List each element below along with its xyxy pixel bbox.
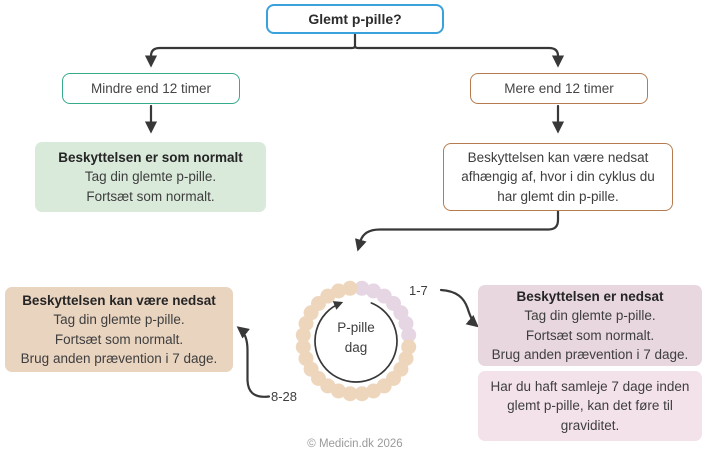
day-range-label-8-28: 8-28 xyxy=(271,389,298,404)
outcome-normal-line-1: Tag din glemte p-pille. xyxy=(84,169,217,185)
condition-more-than-12h-label: Mere end 12 timer xyxy=(504,81,614,96)
outcome-early-title: Beskyttelsen er nedsat xyxy=(516,289,664,305)
condition-box-more-than-12h: Mere end 12 timer xyxy=(470,73,648,104)
outcome-early-note: Har du haft samleje 7 dage inden glemt p… xyxy=(490,379,690,433)
condition-box-less-than-12h: Mindre end 12 timer xyxy=(62,73,240,104)
pill-dot-late xyxy=(342,386,358,402)
outcome-box-depends-on-cycle: Beskyttelsen kan være nedsat afhængig af… xyxy=(443,143,673,211)
cycle-label-line-2: dag xyxy=(344,339,368,355)
day-range-label-1-7: 1-7 xyxy=(409,283,428,298)
outcome-early-line-3: Brug anden prævention i 7 dage. xyxy=(491,346,689,362)
root-question-box: Glemt p-pille? xyxy=(266,4,444,34)
outcome-box-normal-protection: Beskyttelsen er som normalt Tag din glem… xyxy=(35,142,266,212)
pill-dot-late xyxy=(401,339,417,355)
pill-cycle-dot-ring xyxy=(295,280,417,402)
pill-dot-early xyxy=(354,280,370,296)
copyright-footer: © Medicin.dk 2026 xyxy=(307,438,403,450)
connector-root-to-right-branch xyxy=(353,44,565,68)
outcome-early-line-2: Fortsæt som normalt. xyxy=(525,327,655,343)
condition-less-than-12h-label: Mindre end 12 timer xyxy=(90,81,212,96)
pill-dot-late xyxy=(342,280,358,296)
outcome-normal-line-2: Fortsæt som normalt. xyxy=(86,188,215,204)
outcome-depends-text: Beskyttelsen kan være nedsat afhængig af… xyxy=(461,150,655,204)
pill-dot-early xyxy=(401,327,417,343)
pill-dot-late xyxy=(298,351,314,366)
cycle-label-line-1: P-pille xyxy=(337,320,375,335)
outcome-box-early-days-note: Har du haft samleje 7 dage inden glemt p… xyxy=(478,371,702,441)
outcome-early-line-1: Tag din glemte p-pille. xyxy=(524,308,656,324)
pill-dot-early xyxy=(398,316,414,331)
connector-right-outcome-to-cycle xyxy=(355,209,560,252)
connector-late-days-to-beige-box xyxy=(236,326,271,398)
outcome-box-early-days: Beskyttelsen er nedsat Tag din glemte p-… xyxy=(478,285,702,366)
outcome-late-line-3: Brug anden prævention i 7 dage. xyxy=(20,350,218,366)
pill-dot-late xyxy=(354,386,370,402)
outcome-late-line-2: Fortsæt som normalt. xyxy=(54,331,184,347)
outcome-normal-title: Beskyttelsen er som normalt xyxy=(58,150,243,166)
outcome-late-title: Beskyttelsen kan være nedsat xyxy=(22,293,216,309)
pill-dot-late xyxy=(295,327,311,343)
outcome-late-line-1: Tag din glemte p-pille. xyxy=(53,312,185,328)
connector-early-days-to-pink-box xyxy=(439,288,479,328)
pill-dot-late xyxy=(331,283,346,299)
pill-dot-late xyxy=(366,383,381,399)
connector-root-to-left-branch xyxy=(144,44,357,68)
cycle-rotation-arrow xyxy=(314,301,398,383)
cycle-center-label: P-pille dag xyxy=(316,318,396,357)
outcome-box-late-days: Beskyttelsen kan være nedsat Tag din gle… xyxy=(5,287,233,372)
root-question-label: Glemt p-pille? xyxy=(308,11,402,27)
pill-dot-late xyxy=(295,339,311,355)
